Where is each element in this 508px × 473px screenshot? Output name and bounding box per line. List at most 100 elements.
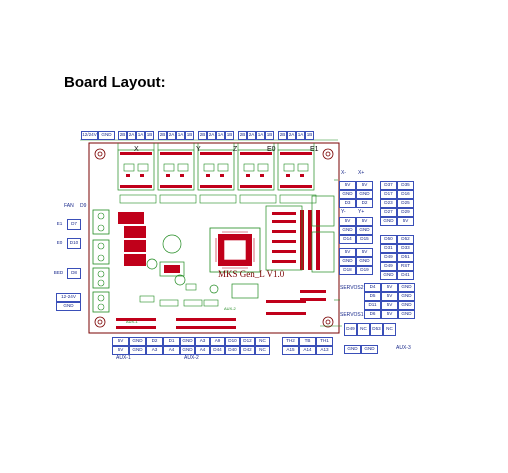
power-terminals: [92, 209, 110, 313]
thermistor-pin: TH2: [282, 337, 299, 346]
mcu-chip-outline: [209, 227, 261, 273]
top-header-pin: 1B: [145, 131, 154, 140]
fan-label: FAN: [64, 203, 74, 209]
bottom-headers: [116, 290, 326, 329]
mosfets: [118, 212, 146, 266]
mounting-holes: [94, 148, 334, 328]
axis-label-z: Z: [233, 146, 238, 153]
aux3-pin: GND: [361, 345, 378, 354]
exp-pin: D35: [397, 181, 414, 190]
thermistor-pin: TB: [299, 337, 316, 346]
servo-pin: 5V: [381, 292, 398, 301]
top-header-pin: 2B: [278, 131, 287, 140]
top-header-pin: 2B: [118, 131, 127, 140]
exp-pin: D41: [397, 271, 414, 280]
aux1-pin: A4: [163, 346, 180, 355]
aux1-pin: D1: [163, 337, 180, 346]
servo-pin: D11: [364, 301, 381, 310]
aux1-pin: D2: [146, 337, 163, 346]
aux2-pin: D42: [240, 346, 255, 355]
aux2-pin: NC: [255, 346, 270, 355]
top-header-pin: 1B: [225, 131, 234, 140]
board-name-label: MKS Gen_L V1.0: [218, 269, 285, 279]
thermistor-pin: A14: [299, 346, 316, 355]
endstop-pin: 5V: [339, 248, 356, 257]
exp-pin: D29: [397, 208, 414, 217]
power-voltage-label: 12-24V: [56, 293, 81, 302]
axis-label-e0: E0: [267, 146, 276, 153]
power-gnd-label: GND: [56, 302, 81, 311]
endstop-pin: 5V: [339, 181, 356, 190]
thermistor-pin: A13: [316, 346, 333, 355]
endstop-pin: D14: [339, 235, 356, 244]
exp-pin: D49: [380, 262, 397, 271]
driver-components: [119, 163, 317, 204]
e0-label: E0: [52, 238, 67, 249]
top-header-pin: 2A: [287, 131, 296, 140]
bed-pin-label: D8: [67, 268, 81, 279]
top-header-pin: 1B: [185, 131, 194, 140]
aux1-pin: GND: [129, 337, 146, 346]
top-header-pin: 2B: [158, 131, 167, 140]
exp-pin: D25: [397, 199, 414, 208]
usb-connector: [231, 283, 259, 299]
thermistor-pin: A15: [282, 346, 299, 355]
e1-pin-label: D7: [67, 219, 81, 230]
aux2-pin: GND: [180, 337, 195, 346]
aux1-pin: 5V: [112, 346, 129, 355]
endstop-pin: 5V: [356, 217, 373, 226]
aux2-pin: D10: [225, 337, 240, 346]
servo-pin: D5: [364, 292, 381, 301]
endstop-y-plus: Y+: [358, 209, 365, 215]
endstop-pin: GND: [339, 190, 356, 199]
endstop-pin: D3: [339, 199, 356, 208]
exp-pin: D33: [397, 244, 414, 253]
servo-pin: 5V: [381, 310, 398, 319]
aux3-pin: D53: [370, 323, 383, 336]
thermistor-pin: TH1: [316, 337, 333, 346]
aux2-pin: D44: [210, 346, 225, 355]
exp-pin: GND: [380, 271, 397, 280]
endstop-pin: D2: [356, 199, 373, 208]
endstop-pin: 5V: [339, 217, 356, 226]
top-header-pin: 1A: [136, 131, 145, 140]
e1-label: E1: [52, 219, 67, 230]
driver-pins: [120, 152, 312, 188]
aux-small-2: AUX-2: [224, 306, 236, 311]
exp-pin: D16: [397, 190, 414, 199]
aux3-pin: NC: [383, 323, 396, 336]
top-header-pin: 1B: [265, 131, 274, 140]
endstop-pin: D18: [339, 266, 356, 275]
aux1-label: AUX-1: [116, 355, 131, 361]
aux2-pin: A3: [195, 337, 210, 346]
endstop-pin: GND: [339, 257, 356, 266]
page-title: Board Layout:: [64, 74, 166, 91]
exp-pin: D31: [380, 244, 397, 253]
exp-pin: RST: [397, 262, 414, 271]
servo-pin: 5V: [381, 283, 398, 292]
top-header-pin: 2B: [238, 131, 247, 140]
exp-pin: 5V: [397, 217, 414, 226]
exp-pin: D17: [380, 190, 397, 199]
aux2-pin: D12: [240, 337, 255, 346]
aux2-label: AUX-2: [184, 355, 199, 361]
logo-mark: [209, 284, 219, 294]
traces: [80, 139, 342, 327]
endstop-pin: GND: [356, 257, 373, 266]
top-header-pin: 2B: [198, 131, 207, 140]
aux1-pin: GND: [129, 346, 146, 355]
exp-pin: D37: [380, 181, 397, 190]
aux3-pin: D49: [344, 323, 357, 336]
driver-pads: [126, 174, 304, 177]
axis-label-x: X: [134, 146, 139, 153]
aux2-pin: A4: [195, 346, 210, 355]
fan-pin-label: D9: [80, 203, 87, 209]
endstop-pin: D19: [356, 266, 373, 275]
exp-pin: D23: [380, 199, 397, 208]
capacitors: [146, 234, 186, 286]
terminal-screws: [97, 212, 105, 311]
servo-pin: 5V: [381, 301, 398, 310]
axis-label-e1: E1: [310, 146, 319, 153]
aux3-pin: GND: [344, 345, 361, 354]
servo-pin: GND: [398, 283, 415, 292]
